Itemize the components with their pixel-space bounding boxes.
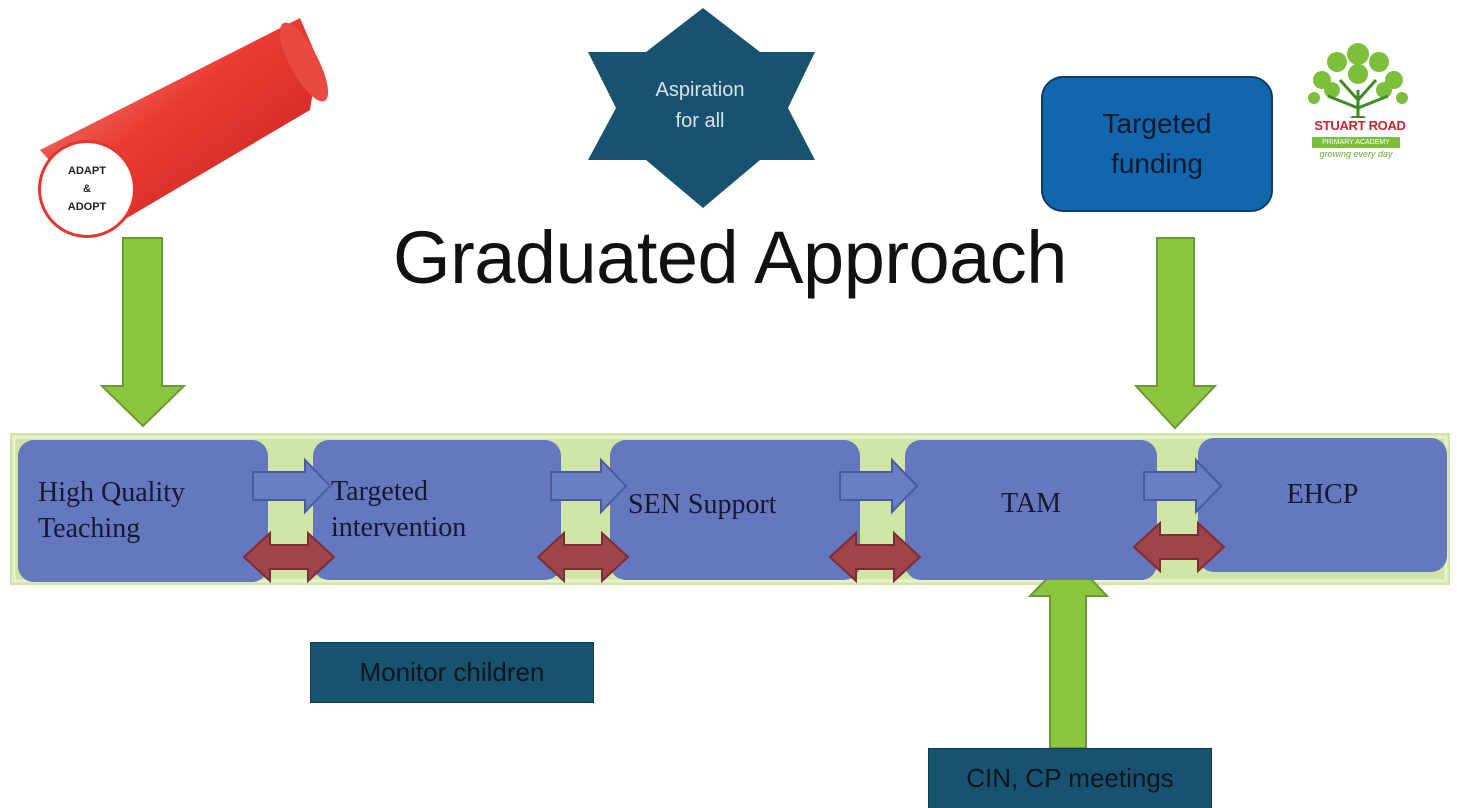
stage-label-line1: High Quality <box>38 477 185 508</box>
targeted-funding-box: Targeted funding <box>1041 76 1273 212</box>
star-line2: for all <box>675 110 725 132</box>
badge-line3: ADOPT <box>67 201 107 213</box>
stage-ehcp: EHCP <box>1198 438 1447 572</box>
green-down-arrow-left <box>99 237 187 428</box>
stage-label-line1: Targeted <box>331 476 429 507</box>
green-down-arrow-right <box>1133 237 1218 430</box>
stage-label-line2: Teaching <box>38 513 141 544</box>
stage-sen-support: SEN Support <box>610 440 860 580</box>
stage-label-line1: EHCP <box>1286 479 1359 510</box>
right-arrow-2 <box>550 457 628 515</box>
badge-line1: ADAPT <box>68 165 106 177</box>
stage-label-line1: TAM <box>1001 488 1061 519</box>
stage-high-quality-teaching: High Quality Teaching <box>18 440 268 582</box>
double-arrow-2 <box>536 530 630 584</box>
tree-logo-icon <box>1308 43 1408 118</box>
aspiration-star <box>588 8 815 208</box>
stage-tam: TAM <box>905 440 1157 580</box>
right-arrow-1 <box>252 457 332 515</box>
aspiration-text: Aspiration for all <box>610 75 790 137</box>
stage-label-line1: SEN Support <box>628 489 777 520</box>
star-line1: Aspiration <box>655 79 745 101</box>
cin-cp-meetings-box: CIN, CP meetings <box>928 748 1212 808</box>
double-arrow-3 <box>828 530 922 584</box>
logo-tagline: growing every day <box>1319 149 1393 159</box>
logo-subtitle: PRIMARY ACADEMY <box>1312 137 1400 148</box>
page-title: Graduated Approach <box>393 216 1067 299</box>
funding-line2: funding <box>1111 148 1203 179</box>
right-arrow-3 <box>839 457 919 515</box>
badge-line2: & <box>83 183 91 195</box>
stage-targeted-intervention: Targeted intervention <box>313 440 561 580</box>
stage-label-line2: intervention <box>331 512 467 543</box>
double-arrow-4 <box>1132 520 1226 574</box>
double-arrow-1 <box>242 530 336 584</box>
logo-school-name: STUART ROAD <box>1314 118 1406 133</box>
funding-line1: Targeted <box>1102 108 1212 139</box>
adapt-adopt-badge: ADAPT & ADOPT <box>38 140 136 238</box>
monitor-children-box: Monitor children <box>310 642 594 703</box>
right-arrow-4 <box>1143 457 1223 515</box>
